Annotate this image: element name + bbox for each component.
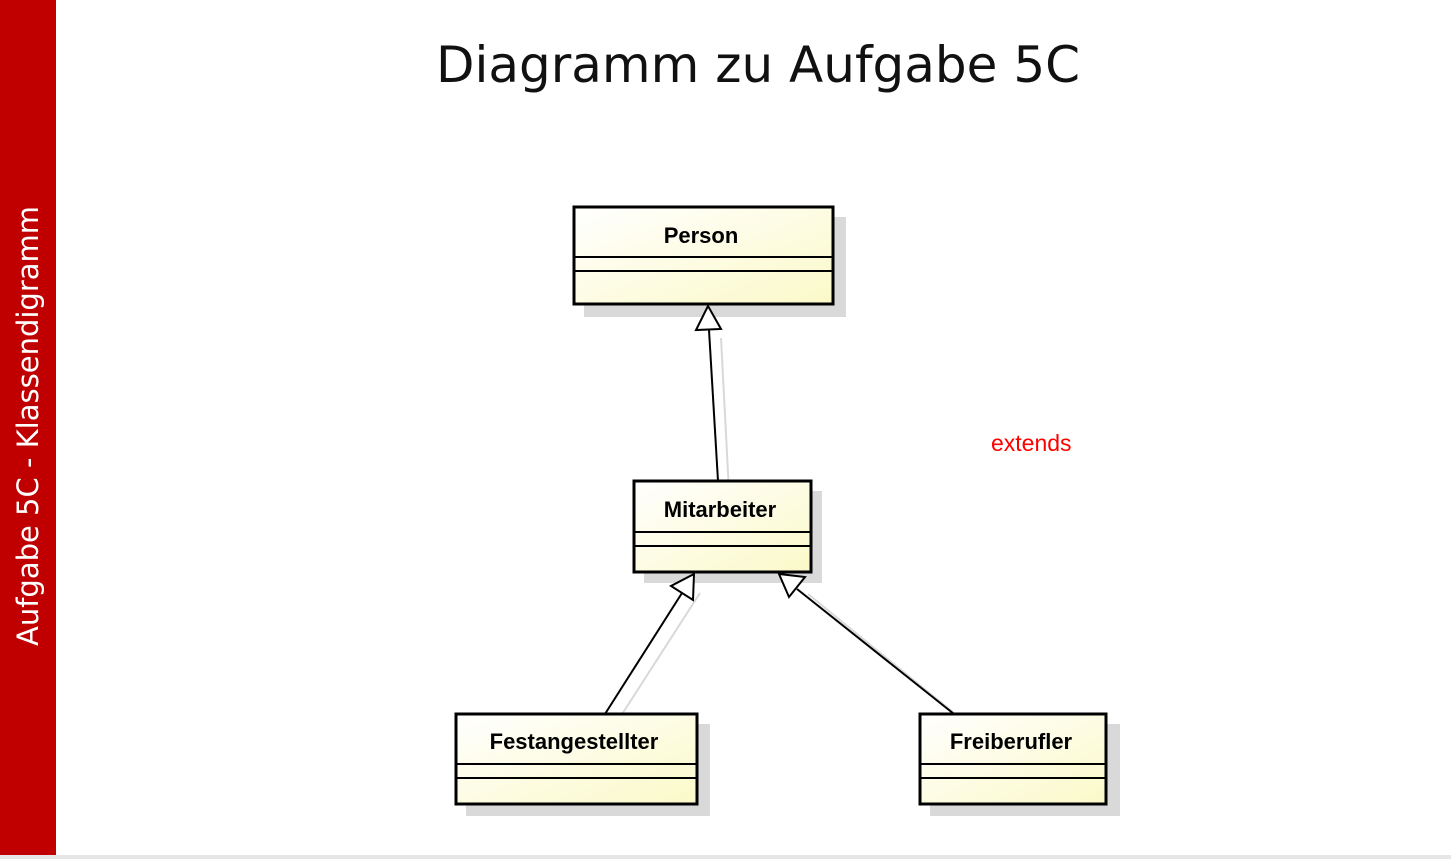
sidebar-bar: Aufgabe 5C - Klassendigramm: [0, 0, 56, 855]
generalization-freiberufler-mitarbeiter: [777, 572, 955, 715]
generalization-mitarbeiter-person: [694, 303, 723, 482]
class-person-name: Person: [664, 223, 739, 248]
class-mitarbeiter[interactable]: Mitarbeiter: [632, 479, 813, 574]
slide-title: Diagramm zu Aufgabe 5C: [435, 36, 1081, 94]
class-festangestellter[interactable]: Festangestellter: [454, 712, 699, 806]
generalization-festangestellter-mitarbeiter: [604, 572, 696, 715]
class-freiberufler-name: Freiberufler: [950, 729, 1073, 754]
inheritance-arrowhead: [669, 572, 696, 602]
extends-annotation: extends: [991, 430, 1072, 456]
bottom-divider: [0, 855, 1451, 859]
class-freiberufler[interactable]: Freiberufler: [918, 712, 1108, 806]
class-festangestellter-name: Festangestellter: [490, 729, 659, 754]
inheritance-arrowhead: [694, 303, 723, 332]
class-mitarbeiter-name: Mitarbeiter: [664, 497, 777, 522]
class-person[interactable]: Person: [572, 205, 835, 306]
inheritance-arrowhead: [777, 572, 807, 599]
